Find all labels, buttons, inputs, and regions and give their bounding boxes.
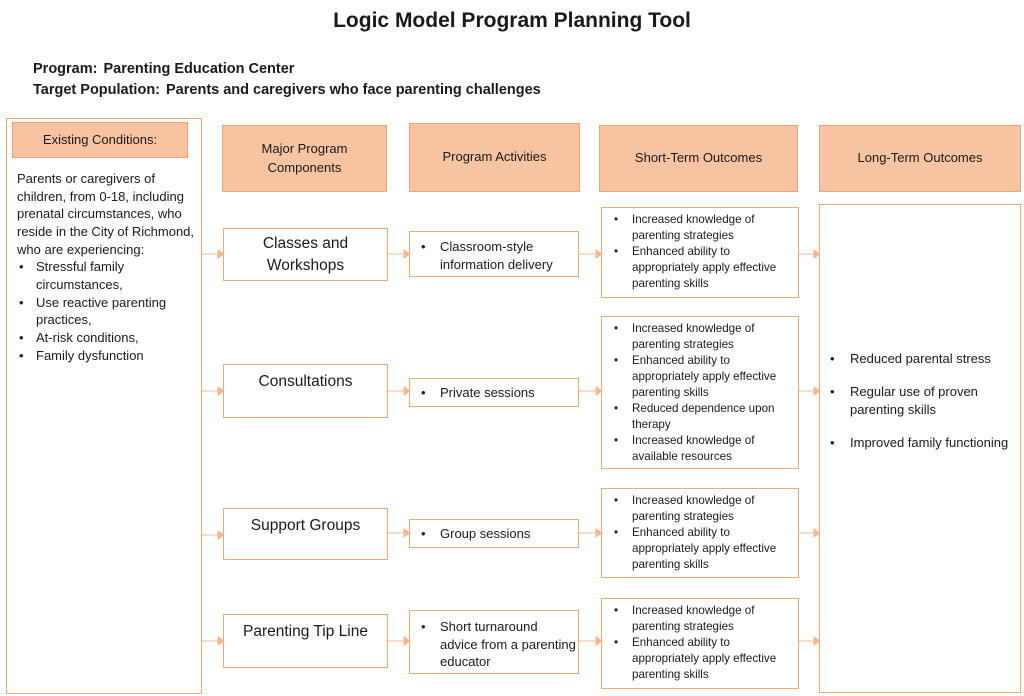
activity-item: Private sessions [410,384,578,402]
activity-box: Classroom-style information delivery [409,231,579,277]
program-value: Parenting Education Center [103,61,295,77]
outcome-item: Reduced dependence upon therapy [602,401,794,433]
activity-box: Short turnaround advice from a parenting… [409,610,579,674]
existing-conditions-panel [6,118,202,694]
target-label: Target Population: [33,82,161,98]
program-label: Program: [33,61,98,77]
component-classes-workshops: Classes and Workshops [223,228,388,281]
outcome-item: Increased knowledge of parenting strateg… [602,321,794,353]
target-population-line: Target Population: Parents and caregivers… [33,82,541,98]
short-term-outcomes-box: Increased knowledge of parenting strateg… [601,598,799,689]
arrow-head [403,386,411,396]
short-term-outcomes-box: Increased knowledge of parenting strateg… [601,207,799,298]
outcome-item: Enhanced ability to appropriately apply … [602,353,794,401]
program-line: Program: Parenting Education Center [33,61,294,77]
arrow-head [217,530,225,540]
short-term-header: Short-Term Outcomes [599,125,798,192]
activities-header: Program Activities [409,123,580,192]
arrow-head [403,528,411,538]
activity-box: Private sessions [409,378,579,407]
activity-item: Short turnaround advice from a parenting… [410,618,578,671]
long-term-item: Regular use of proven parenting skills [820,383,1020,419]
arrow-head [813,528,821,538]
activity-box: Group sessions [409,519,579,548]
condition-item: Use reactive parenting practices, [6,294,200,329]
component-parenting-tip-line: Parenting Tip Line [223,614,388,668]
arrow-head [217,386,225,396]
condition-item: Stressful family circumstances, [6,258,200,293]
condition-item: Family dysfunction [6,347,200,365]
long-term-header: Long-Term Outcomes [819,125,1021,192]
outcome-item: Enhanced ability to appropriately apply … [602,635,794,683]
outcome-item: Increased knowledge of available resourc… [602,433,794,465]
outcome-item: Enhanced ability to appropriately apply … [602,244,794,292]
outcome-item: Enhanced ability to appropriately apply … [602,525,794,573]
arrow-head [595,636,603,646]
short-term-outcomes-box: Increased knowledge of parenting strateg… [601,316,799,469]
arrow-head [595,249,603,259]
diagram-title: Logic Model Program Planning Tool [333,9,691,32]
activity-item: Group sessions [410,525,578,543]
outcome-item: Increased knowledge of parenting strateg… [602,212,794,244]
outcome-item: Increased knowledge of parenting strateg… [602,603,794,635]
short-term-outcomes-box: Increased knowledge of parenting strateg… [601,488,799,578]
arrow-head [813,636,821,646]
long-term-item: Improved family functioning [820,434,1020,452]
arrow-head [403,636,411,646]
arrow-head [595,528,603,538]
existing-conditions-list: Stressful family circumstances, Use reac… [6,258,200,364]
component-support-groups: Support Groups [223,508,388,560]
arrow-head [813,386,821,396]
activity-item: Classroom-style information delivery [410,238,578,273]
arrow-head [595,386,603,396]
outcome-item: Increased knowledge of parenting strateg… [602,493,794,525]
arrow-head [813,249,821,259]
existing-conditions-header: Existing Conditions: [12,122,188,158]
condition-item: At-risk conditions, [6,329,200,347]
components-header: Major Program Components [222,125,387,192]
existing-conditions-intro: Parents or caregivers of children, from … [17,171,195,257]
existing-conditions-text: Parents or caregivers of children, from … [6,170,200,364]
arrow-head [403,249,411,259]
arrow-head [217,636,225,646]
component-consultations: Consultations [223,364,388,418]
target-value: Parents and caregivers who face parentin… [166,82,541,98]
long-term-item: Reduced parental stress [820,350,1020,368]
long-term-outcomes-box: Reduced parental stress Regular use of p… [819,204,1021,693]
arrow-head [217,249,225,259]
